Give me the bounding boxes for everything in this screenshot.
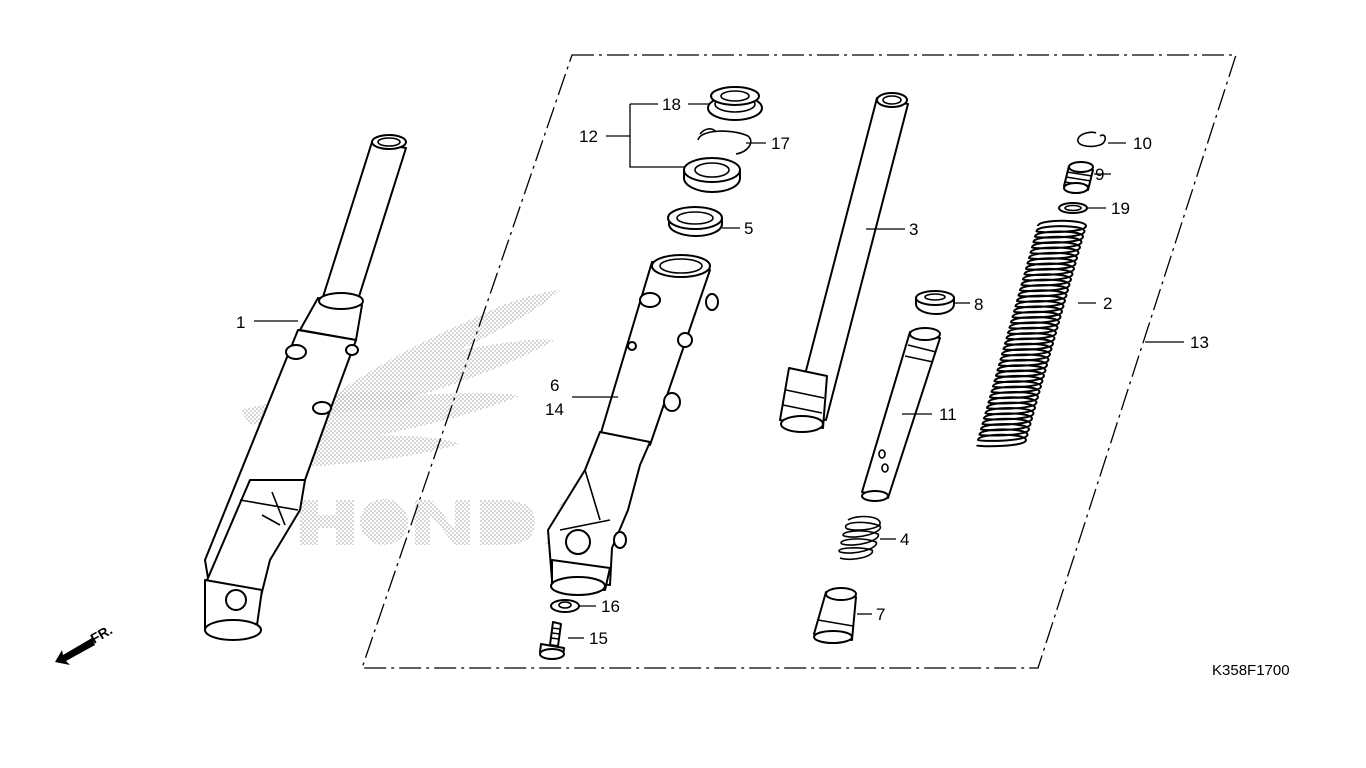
oil-lock-piece-part <box>813 587 857 644</box>
dust-seal-part <box>707 86 763 121</box>
callout-16: 16 <box>601 597 620 616</box>
o-ring-part <box>1058 202 1088 214</box>
piston-ring-part <box>915 290 955 315</box>
callout-4: 4 <box>900 530 909 549</box>
fork-piston-part <box>861 327 941 502</box>
callout-15: 15 <box>589 629 608 648</box>
front-direction-indicator: FR. <box>55 621 115 665</box>
stopper-ring-part <box>697 128 752 155</box>
sealing-washer-part <box>550 599 580 613</box>
socket-bolt-part <box>539 621 565 660</box>
kit-boundary <box>361 54 1237 669</box>
callout-2: 2 <box>1103 294 1112 313</box>
backup-ring-part <box>667 206 723 237</box>
callout-3: 3 <box>909 220 918 239</box>
callout-11: 11 <box>939 405 957 424</box>
callout-10: 10 <box>1133 134 1152 153</box>
diagram-code: K358F1700 <box>1212 662 1290 679</box>
leader-lines <box>254 103 1184 639</box>
fork-pipe-part <box>779 92 909 433</box>
callout-14: 14 <box>545 400 564 419</box>
fork-spring-coil <box>975 219 1088 448</box>
callout-12: 12 <box>579 127 598 146</box>
callout-17: 17 <box>771 134 790 153</box>
fork-collar-part <box>1063 161 1094 194</box>
rebound-spring-part <box>838 515 881 561</box>
callout-9: 9 <box>1095 165 1104 184</box>
fork-case-part <box>547 254 719 596</box>
snap-ring-part <box>1077 131 1107 148</box>
fork-spring-part <box>975 219 1088 448</box>
front-arrow-icon <box>55 638 95 665</box>
callout-6: 6 <box>550 376 559 395</box>
callout-7: 7 <box>876 605 885 624</box>
callout-13: 13 <box>1190 333 1209 352</box>
oil-seal-part <box>683 157 741 193</box>
honda-wordmark-watermark <box>300 499 598 545</box>
callout-1: 1 <box>236 313 245 332</box>
callout-18: 18 <box>662 95 681 114</box>
fork-assembly-part <box>204 134 407 641</box>
callout-5: 5 <box>744 219 753 238</box>
callout-labels: 1 2 3 4 5 6 7 8 9 10 11 12 13 14 15 16 1… <box>236 95 1209 648</box>
callout-19: 19 <box>1111 199 1130 218</box>
callout-8: 8 <box>974 295 983 314</box>
